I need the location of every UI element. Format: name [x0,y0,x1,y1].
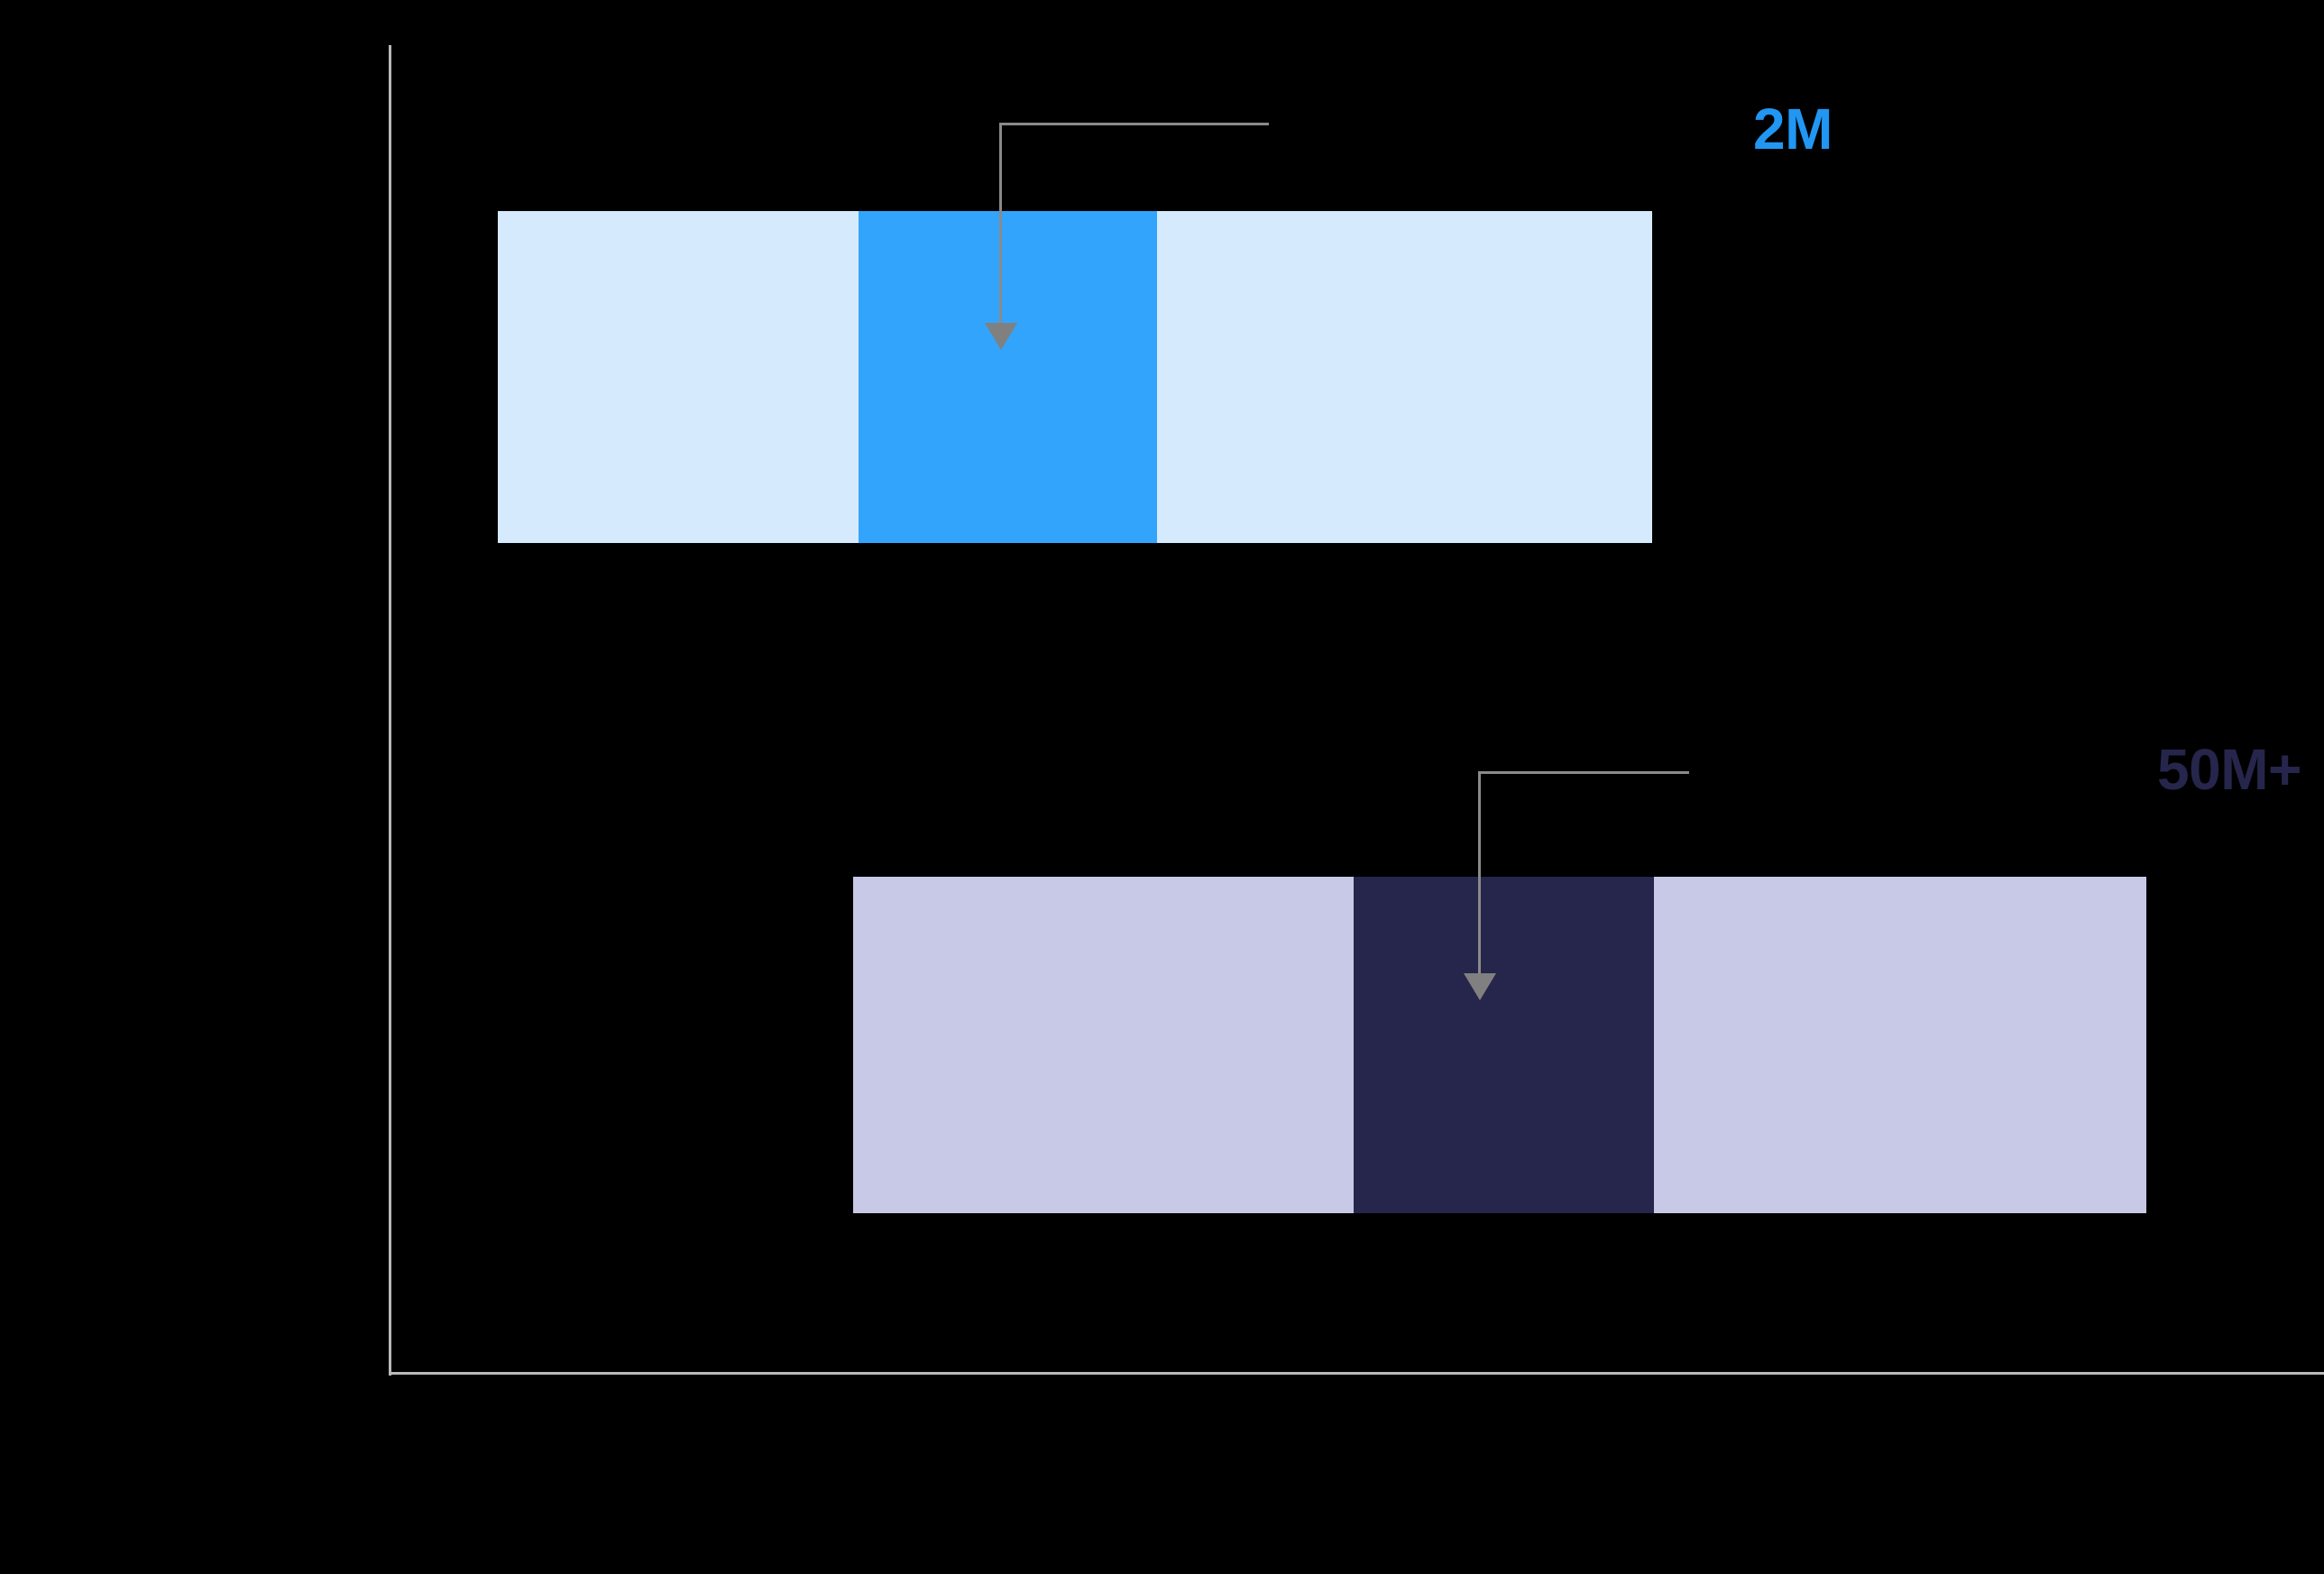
y-axis-line [389,45,391,1376]
leader-vertical-line [999,123,1002,325]
x-axis-line [389,1372,2324,1375]
bar-developers[interactable] [498,211,1652,543]
value-label-developers: 2M [1753,97,1833,161]
bar-segment-track-left [853,877,1354,1213]
arrow-down-icon [1464,973,1496,1000]
bar-users[interactable] [853,877,2146,1213]
bar-segment-track-left [498,211,859,543]
bar-segment-track-right [1157,211,1652,543]
leader-vertical-line [1478,771,1481,975]
bar-segment-track-right [1654,877,2146,1213]
leader-horizontal-line [999,123,1269,125]
value-label-users: 50M+ [2157,737,2301,802]
arrow-down-icon [985,323,1017,350]
leader-horizontal-line [1478,771,1689,774]
bar-segment-highlight [1354,877,1654,1213]
bar-segment-highlight [859,211,1157,543]
